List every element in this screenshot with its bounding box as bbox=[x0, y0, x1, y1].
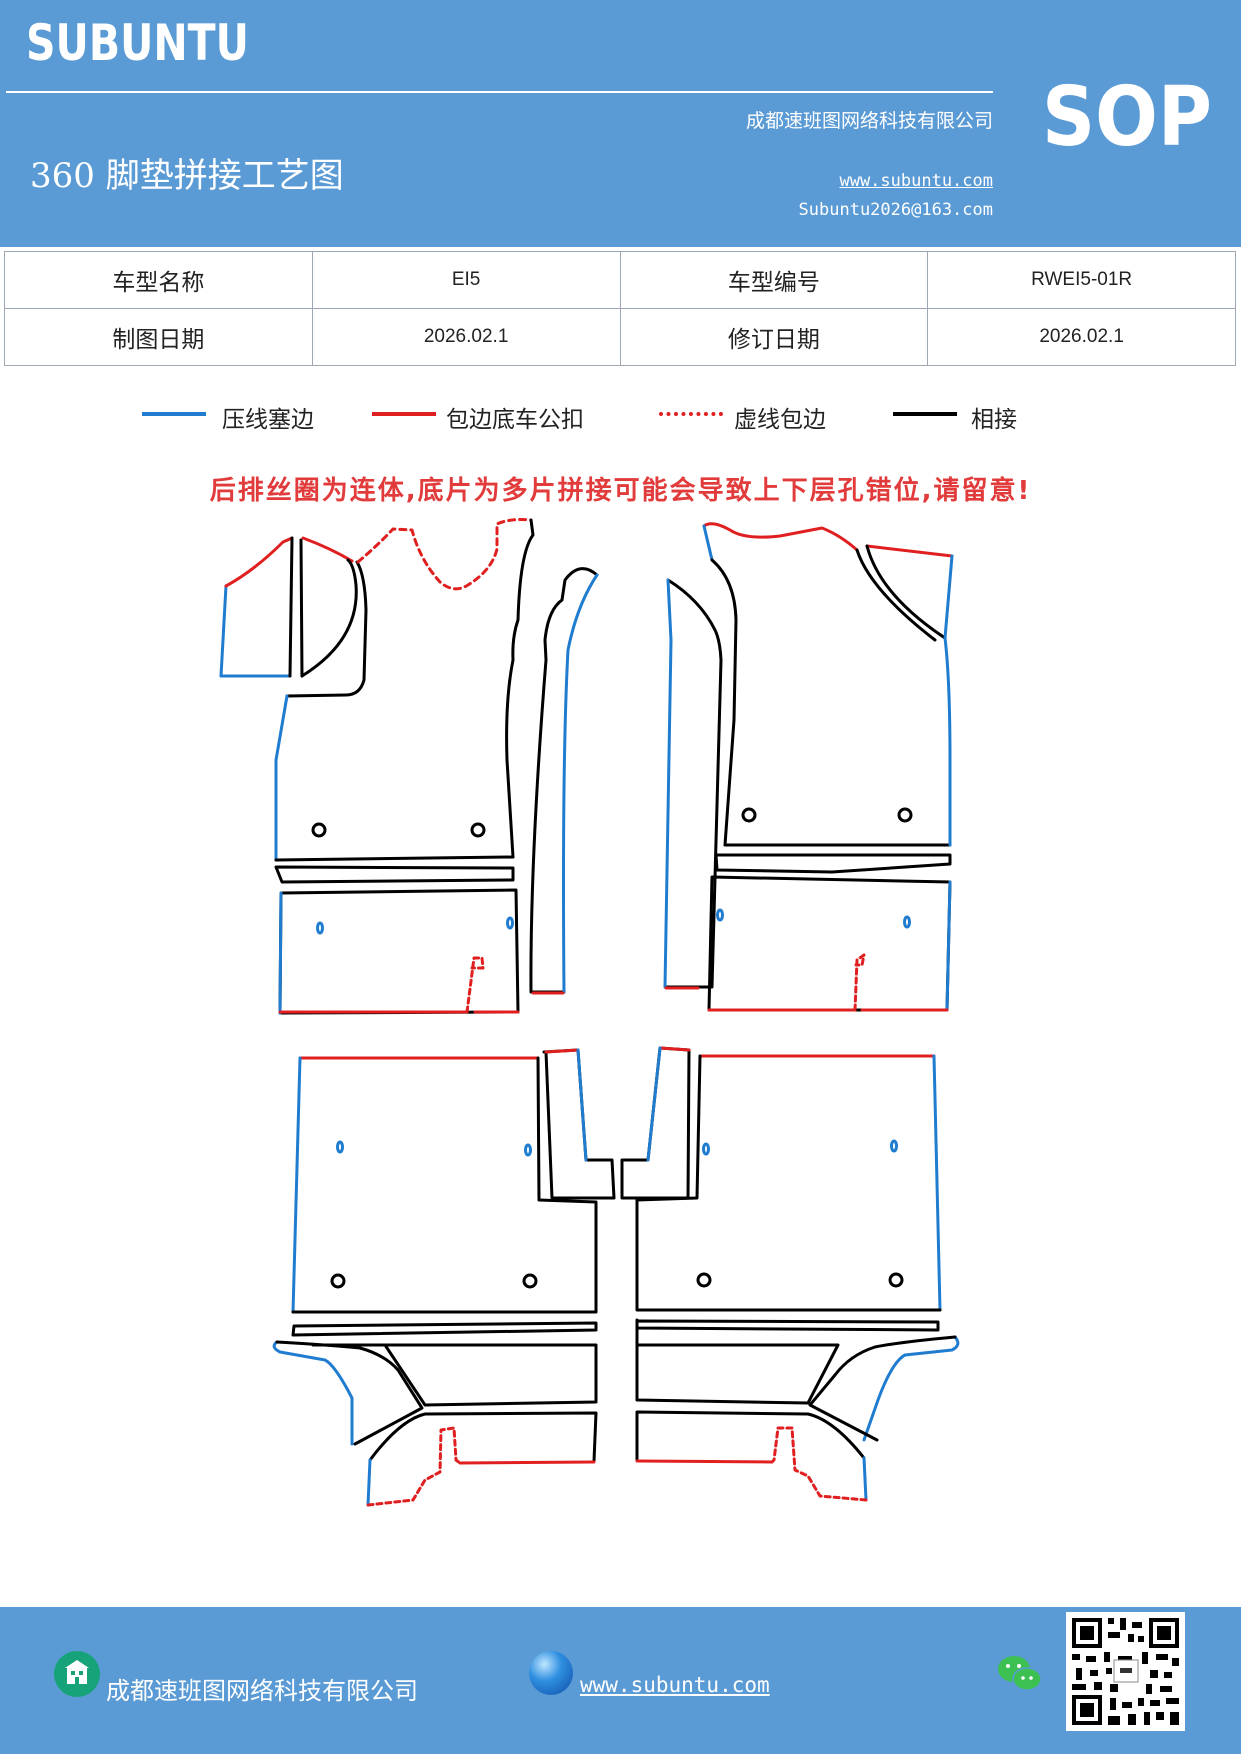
legend-swatch-red-dotted bbox=[659, 412, 723, 416]
revise-date-label: 修订日期 bbox=[619, 308, 929, 366]
draw-date-label: 制图日期 bbox=[4, 308, 313, 366]
legend-swatch-black bbox=[893, 412, 957, 416]
brand-logo: SUBUNTU bbox=[26, 14, 249, 72]
revise-date-value: 2026.02.1 bbox=[927, 308, 1236, 366]
legend-swatch-blue bbox=[142, 412, 206, 416]
mat-front-left bbox=[219, 518, 535, 1015]
vehicle-info-table: 车型名称 EI5 车型编号 RWEI5-01R 制图日期 2026.02.1 修… bbox=[4, 251, 1236, 366]
header-company: 成都速班图网络科技有限公司 bbox=[745, 110, 993, 132]
mat-rear-right bbox=[620, 1046, 960, 1502]
model-name-value: EI5 bbox=[311, 251, 621, 309]
footer-company: 成都速班图网络科技有限公司 bbox=[106, 1677, 418, 1705]
footer-website-link[interactable]: www.subuntu.com bbox=[580, 1673, 770, 1697]
header-divider bbox=[6, 91, 993, 93]
header-banner: SUBUNTU 成都速班图网络科技有限公司 360 脚垫拼接工艺图 www.su… bbox=[0, 0, 1241, 247]
sop-label: SOP bbox=[1042, 70, 1212, 165]
mat-left-strip bbox=[529, 567, 599, 995]
legend-swatch-red bbox=[372, 412, 436, 416]
header-email[interactable]: Subuntu2026@163.com bbox=[798, 200, 993, 220]
draw-date-value: 2026.02.1 bbox=[311, 308, 621, 366]
mat-right-strip bbox=[663, 578, 723, 990]
table-row: 制图日期 2026.02.1 修订日期 2026.02.1 bbox=[4, 308, 1236, 366]
mat-front-right bbox=[702, 522, 954, 1012]
legend-label: 相接 bbox=[971, 407, 1017, 433]
header-website-link[interactable]: www.subuntu.com bbox=[839, 171, 993, 191]
model-code-label: 车型编号 bbox=[619, 251, 929, 309]
globe-icon bbox=[529, 1651, 573, 1695]
legend-label: 虚线包边 bbox=[734, 407, 826, 433]
qr-code[interactable] bbox=[1066, 1612, 1185, 1731]
document-title: 360 脚垫拼接工艺图 bbox=[30, 156, 344, 196]
model-name-label: 车型名称 bbox=[4, 251, 313, 309]
building-icon bbox=[54, 1651, 100, 1697]
warning-note: 后排丝圈为连体,底片为多片拼接可能会导致上下层孔错位,请留意! bbox=[209, 476, 1032, 506]
wechat-icon[interactable] bbox=[996, 1652, 1044, 1700]
mat-rear-left bbox=[272, 1048, 616, 1507]
legend-label: 包边底车公扣 bbox=[446, 407, 584, 433]
legend-label: 压线塞边 bbox=[222, 407, 314, 433]
